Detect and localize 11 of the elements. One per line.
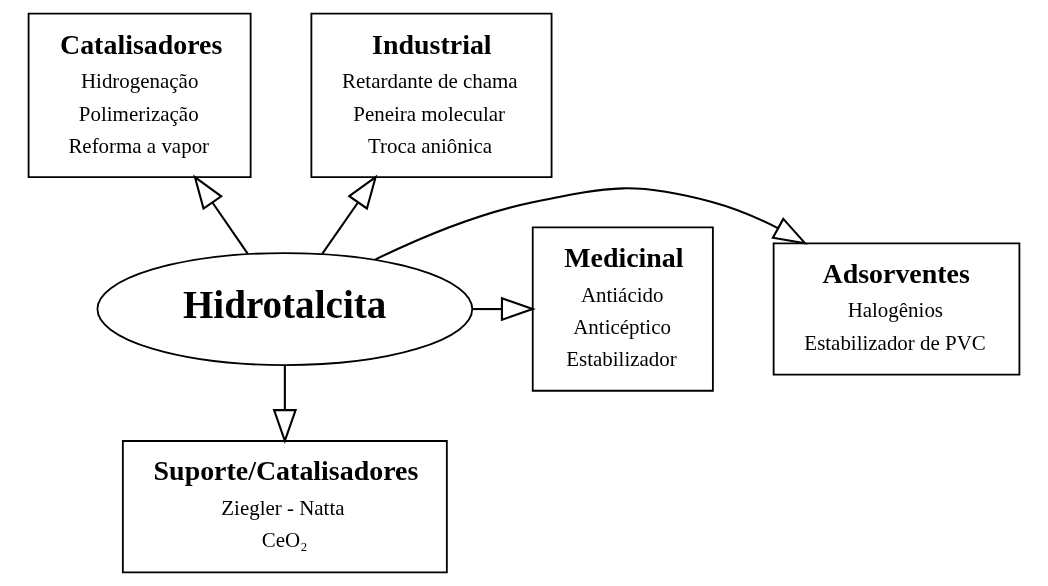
arrow [272,365,298,445]
node-ellipse: Hidrotalcita [96,252,474,366]
node-box: Suporte/Catalisadores Ziegler - Natta CeO₂ [121,440,448,574]
node-box: Industrial Retardante de chama Peneira molecular Troca aniônica [310,12,553,178]
node-box: Catalisadores Hidrogenação Polimerização Reforma a vapor [27,12,252,178]
arrow [321,174,378,255]
node-box: Medicinal Antiácido Anticéptico Estabilizador [531,226,714,392]
arrow [375,187,808,261]
arrow [472,296,536,322]
node-box: Adsorventes Halogênios Estabilizador de PVC [772,242,1021,376]
arrow [193,174,249,255]
